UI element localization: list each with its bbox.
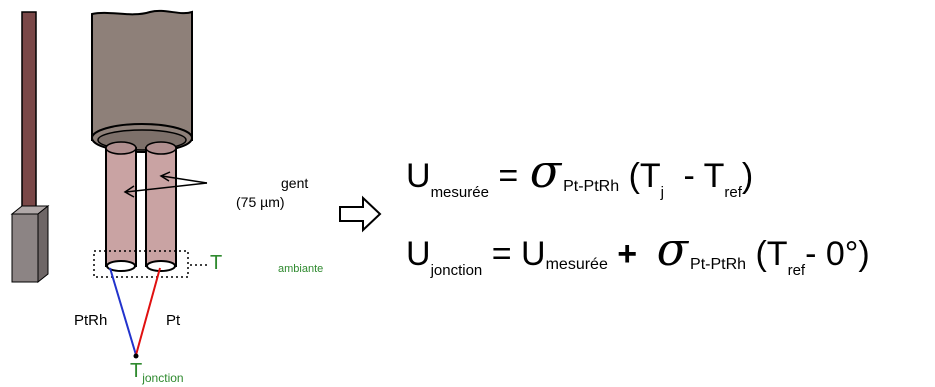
wire-right-end (146, 260, 176, 272)
t-junction-letter: T (130, 360, 143, 382)
eq2-tref-sub: ref (787, 262, 806, 279)
eq2-open-tref: (T (755, 235, 788, 273)
eq1-tj-sub: j (660, 184, 664, 201)
width-arrow-left-head (123, 185, 135, 198)
label-t-junction: Tjonction (130, 360, 184, 385)
width-arrow-right-head (159, 171, 171, 182)
eq2-plus: + (617, 235, 638, 273)
eq2-u2: U (521, 235, 546, 273)
eq2-tail: - 0°) (805, 235, 870, 273)
ptrh-leg-wire (109, 267, 137, 356)
eq1-sigma-sub: Pt-PtRh (563, 178, 620, 195)
probe-tip-side (37, 204, 49, 284)
eq1-open-tj: (T (628, 157, 661, 195)
eq1-equals: = (498, 157, 519, 195)
wire-left-top (105, 141, 137, 155)
label-wire-width: (75 µm) (236, 194, 285, 210)
eq1-tref-sub: ref (724, 184, 742, 201)
eq2-u2-sub: mesurée (545, 256, 608, 273)
sheath-body (91, 9, 193, 141)
label-pt: Pt (166, 312, 181, 329)
t-junction-sub: jonction (142, 371, 184, 385)
wire-right (145, 147, 177, 267)
label-ptrh: PtRh (74, 312, 108, 329)
pt-leg-wire (135, 267, 161, 356)
eq1-close: ) (741, 157, 754, 195)
eq1-u-sub: mesurée (430, 184, 489, 201)
width-arrow-right (161, 175, 208, 184)
eq2-equals: = (491, 235, 512, 273)
wire-left (105, 147, 137, 267)
label-ambiante: ambiante (278, 263, 324, 275)
eq2-u: U (406, 235, 431, 273)
probe-tip-front (11, 213, 39, 283)
width-arrow-left (125, 182, 208, 193)
eq2-u-sub: jonction (430, 262, 483, 279)
wire-right-top (145, 141, 177, 155)
junction-dotted-box (93, 250, 189, 278)
junction-point (133, 353, 139, 359)
eq2-sigma-sub: Pt-PtRh (690, 256, 747, 273)
eq1-sigma: σ (529, 144, 562, 198)
wire-left-end (106, 260, 136, 272)
eq1-u: U (406, 157, 431, 195)
label-gent: gent (281, 175, 309, 191)
label-t-ambient: T (210, 252, 223, 274)
eq2-sigma: σ (656, 222, 689, 276)
eq1-minus-tref: - T (683, 157, 725, 195)
implies-arrow (339, 195, 382, 233)
probe-rod (21, 11, 37, 215)
